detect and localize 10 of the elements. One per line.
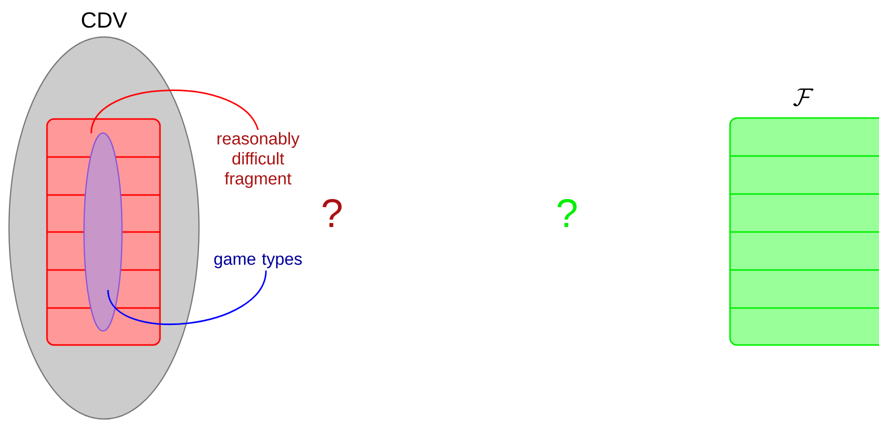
annotation-text: reasonably difficult fragment <box>218 132 300 188</box>
heading: CDV <box>82 12 128 28</box>
leader-line <box>107 270 267 325</box>
question-mark: ? <box>322 199 342 227</box>
heading: $\mathcal{F}$ <box>793 88 814 106</box>
question-mark: ? <box>558 199 577 227</box>
table-box <box>729 117 879 346</box>
annotation-text: game types <box>214 254 302 268</box>
game-types-ellipse <box>83 132 123 332</box>
leader-line <box>90 90 259 134</box>
